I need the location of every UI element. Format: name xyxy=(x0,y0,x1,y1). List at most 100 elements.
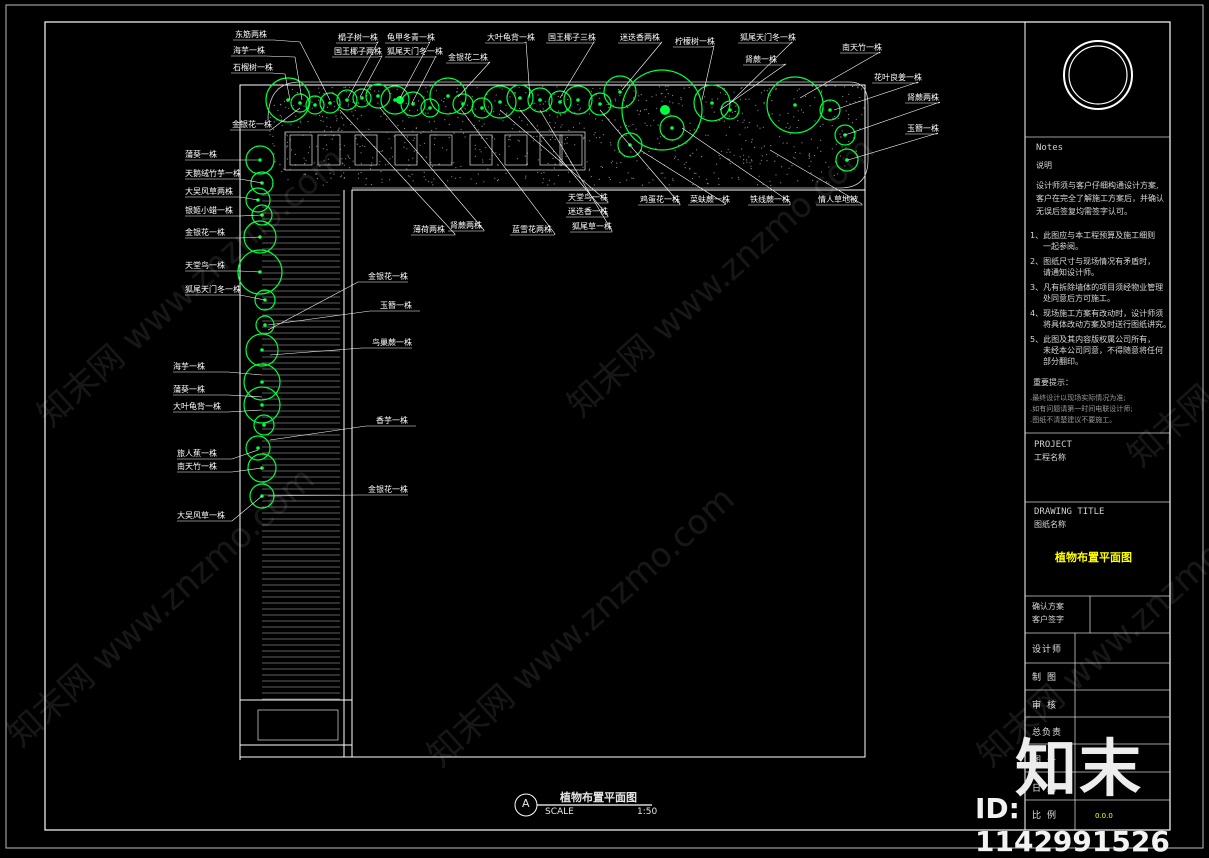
plant-symbol xyxy=(548,90,572,114)
leader-line xyxy=(185,214,263,217)
note-2b: 请通知设计师。 xyxy=(1043,268,1099,277)
leader-line xyxy=(446,61,491,98)
gravel-stipple xyxy=(269,85,865,187)
plant-label: 旅人蕉一株 xyxy=(177,448,217,458)
plant-symbol xyxy=(380,85,410,115)
leader-line xyxy=(599,109,681,206)
leader-line xyxy=(231,55,303,101)
plant-label: 情人草地被 xyxy=(818,194,858,204)
scale-value: 1:50 xyxy=(637,807,658,817)
leader-line xyxy=(332,55,383,98)
leader-line xyxy=(339,109,456,236)
reviewer-label: 审核 xyxy=(1032,701,1063,711)
leader-line xyxy=(459,107,556,236)
logo-circle xyxy=(1063,40,1133,110)
project-label: PROJECT xyxy=(1034,440,1072,450)
number-label: 图号 xyxy=(1032,756,1063,766)
note-5b: 未经本公司同意，不得随意将任何 xyxy=(1043,346,1163,355)
plant-label: 银姬小蜡一株 xyxy=(185,205,233,215)
tip-2: .如有问题请第一时间电联设计师; xyxy=(1030,405,1133,413)
plant-symbols xyxy=(237,69,859,509)
plant-center xyxy=(670,126,674,130)
plant-center xyxy=(793,103,797,107)
plant-symbol xyxy=(365,83,391,109)
plant-label: 大叶龟背一株 xyxy=(487,32,535,42)
plant-center xyxy=(286,98,290,102)
plant-center xyxy=(461,102,465,106)
drawing-title-cn: 图纸名称 xyxy=(1034,520,1066,529)
plant-center xyxy=(393,98,397,102)
plant-symbol xyxy=(251,204,273,226)
plant-labels: 东筋两株海芋一株石榴树一株金银花一株榻子树一株国王椰子两株龟甲冬青一株狐尾天门冬… xyxy=(173,29,939,520)
plant-center xyxy=(298,101,302,105)
note-3a: 3、凡有拆除墙体的项目须经物业管理 xyxy=(1030,283,1164,292)
rock-block xyxy=(289,134,313,166)
plant-symbol xyxy=(245,435,271,461)
tip-1: .最终设计以现场实际情况为准; xyxy=(1030,394,1126,402)
plant-symbol xyxy=(835,148,859,172)
leader-line xyxy=(833,81,919,111)
site-outline xyxy=(239,84,866,760)
rock-block xyxy=(469,134,493,166)
plant-center xyxy=(260,403,264,407)
plant-symbol xyxy=(819,99,841,121)
plant-label: 南天竹一株 xyxy=(177,461,217,471)
plant-label: 海芋一株 xyxy=(173,361,205,371)
note-2a: 2、图纸尺寸与现场情况有矛盾时， xyxy=(1030,257,1156,266)
plant-label: 南天竹一株 xyxy=(842,42,882,52)
leader-line xyxy=(546,40,595,99)
tip-3: .图纸不清楚建议不要施工。 xyxy=(1030,416,1117,424)
plant-label: 鸟巢蕨一株 xyxy=(372,337,412,347)
plant-symbol xyxy=(265,77,311,123)
plant-symbol xyxy=(563,85,593,115)
note-1b: 一起参阅。 xyxy=(1043,242,1083,251)
rock-block xyxy=(394,134,418,166)
date-label: 日期 xyxy=(1032,784,1063,794)
plant-label: 榻子树一株 xyxy=(338,32,378,42)
plant-label: 蓝雪花两株 xyxy=(512,224,552,234)
leader-line xyxy=(269,425,416,441)
plant-center xyxy=(345,98,349,102)
leader-line xyxy=(185,178,263,184)
scale-label-tb: 比例 xyxy=(1032,811,1063,821)
leader-line xyxy=(385,55,437,104)
scale-label: SCALE xyxy=(545,807,574,817)
notes-heading: Notes xyxy=(1036,143,1064,153)
leader-line xyxy=(539,109,613,233)
rock-block xyxy=(539,134,563,166)
leader-line xyxy=(230,107,301,131)
plant-center xyxy=(828,108,832,112)
leader-line xyxy=(847,132,939,161)
plant-symbol xyxy=(483,85,517,119)
note-5c: 部分翻印。 xyxy=(1043,357,1083,366)
plant-center xyxy=(618,90,622,94)
plant-center xyxy=(376,94,380,98)
plant-symbol xyxy=(245,187,271,213)
plant-symbol xyxy=(603,75,637,109)
plant-symbol xyxy=(400,91,426,117)
plant-center xyxy=(428,106,432,110)
plant-label: 薄荷两株 xyxy=(413,224,445,234)
confirm-label-2: 客户签字 xyxy=(1032,615,1064,624)
inner-border xyxy=(44,21,1171,831)
plant-symbol xyxy=(471,97,493,119)
leader-line xyxy=(673,45,715,101)
leader-line xyxy=(233,39,331,101)
rock-block xyxy=(504,134,528,166)
leader-line xyxy=(185,294,266,301)
leader-line xyxy=(499,109,609,204)
note-4b: 将具体改动方案及时送行图纸讲究。 xyxy=(1043,320,1171,329)
plant-label: 狐尾天门冬一株 xyxy=(740,32,796,42)
plant-center xyxy=(260,348,264,352)
plant-center xyxy=(313,103,317,107)
drawing-title: 植物布置平面图 xyxy=(560,791,637,804)
plant-symbol xyxy=(429,77,467,115)
outer-border xyxy=(5,4,1204,849)
leader-line xyxy=(177,495,263,522)
plant-symbol xyxy=(245,333,279,367)
plant-label: 金银花一株 xyxy=(185,227,225,237)
plant-label: 蒲葵一株 xyxy=(185,149,217,159)
plant-label: 石榴树一株 xyxy=(233,62,273,72)
plant-label: 大吴风草一株 xyxy=(177,510,225,520)
